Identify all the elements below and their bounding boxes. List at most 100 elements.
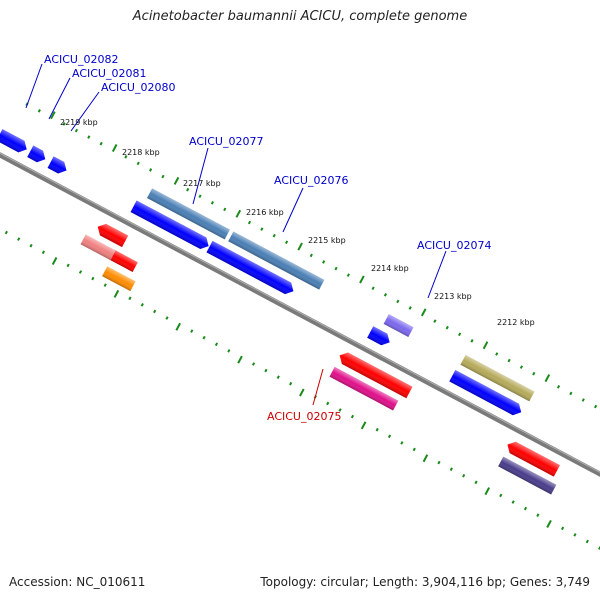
scale-tick xyxy=(136,161,140,166)
scale-tick xyxy=(499,493,503,498)
gene-label-ACICU_02076[interactable]: ACICU_02076 xyxy=(274,174,348,187)
scale-tick xyxy=(334,266,338,271)
scale-tick xyxy=(412,447,416,452)
scale-tick xyxy=(375,427,379,432)
scale-tick xyxy=(309,253,313,258)
gene-ACICU_02081[interactable] xyxy=(27,145,48,165)
scale-tick xyxy=(387,434,392,439)
scale-tick xyxy=(202,335,206,340)
scale-tick xyxy=(91,276,95,281)
scale-ticks-inner xyxy=(4,230,600,550)
scale-tick xyxy=(173,176,180,185)
gene-label-ACICU_02081[interactable]: ACICU_02081 xyxy=(72,67,146,80)
gene-ACICU_02076-lower[interactable] xyxy=(206,240,296,297)
scale-tick xyxy=(103,283,107,287)
gene-reverse-left-orange[interactable] xyxy=(102,266,136,292)
scale-tick xyxy=(50,111,56,120)
gene-ACICU_02075[interactable] xyxy=(329,366,399,411)
label-leader-lines xyxy=(25,63,447,406)
gene-ACICU_02080[interactable] xyxy=(47,156,70,176)
gene-label-ACICU_02077[interactable]: ACICU_02077 xyxy=(189,135,263,148)
scale-tick xyxy=(4,230,8,235)
scale-label-2212: 2212 kbp xyxy=(497,318,535,327)
scale-tick xyxy=(124,155,128,159)
scale-tick xyxy=(284,240,289,245)
scale-tick xyxy=(235,209,242,218)
scale-tick xyxy=(569,391,573,396)
scale-tick xyxy=(573,533,577,537)
scale-tick xyxy=(62,122,66,126)
gene-ACICU_02075-upper[interactable] xyxy=(337,350,413,399)
gene-forward-right-blue[interactable] xyxy=(449,369,524,418)
scale-tick xyxy=(29,243,33,248)
gene-label-ACICU_02082[interactable]: ACICU_02082 xyxy=(44,53,118,66)
gene-label-ACICU_02074[interactable]: ACICU_02074 xyxy=(417,239,491,252)
scale-tick xyxy=(449,467,453,471)
scale-tick xyxy=(484,487,491,496)
scale-tick xyxy=(346,273,350,277)
scale-tick xyxy=(523,506,528,511)
scale-tick xyxy=(546,519,552,528)
scale-tick xyxy=(561,526,565,531)
gene-ACICU_02077-lower[interactable] xyxy=(130,200,212,251)
gene-ACICU_02076[interactable] xyxy=(228,231,325,290)
scale-tick xyxy=(594,404,598,409)
scale-tick xyxy=(128,296,132,301)
gene-reverse-left-red-2[interactable] xyxy=(103,247,138,272)
scale-tick xyxy=(338,408,342,412)
scale-tick xyxy=(186,187,190,192)
scale-tick xyxy=(511,500,515,504)
scale-tick xyxy=(408,306,412,310)
accession-text: Accession: NC_010611 xyxy=(9,575,146,589)
topology-summary-text: Topology: circular; Length: 3,904,116 bp… xyxy=(260,575,590,589)
scale-tick xyxy=(99,141,103,146)
scale-tick xyxy=(297,242,303,251)
gene-reverse-right-red[interactable] xyxy=(504,439,560,477)
scale-label-2219: 2219 kbp xyxy=(60,118,98,127)
scale-tick xyxy=(113,289,120,298)
scale-label-2216: 2216 kbp xyxy=(246,208,284,217)
scale-tick xyxy=(507,358,511,363)
gene-ACICU_02074[interactable] xyxy=(383,314,414,338)
scale-tick xyxy=(74,128,79,133)
scale-tick xyxy=(175,322,181,331)
gene-label-ACICU_02075[interactable]: ACICU_02075 xyxy=(267,410,341,423)
scale-label-2217: 2217 kbp xyxy=(183,179,221,188)
scale-tick xyxy=(383,293,388,297)
scale-tick xyxy=(371,286,375,291)
scale-tick xyxy=(227,349,231,353)
scale-tick xyxy=(190,329,194,333)
gene-reverse-right-slate[interactable] xyxy=(498,456,557,495)
scale-tick xyxy=(495,352,499,356)
scale-label-2213: 2213 kbp xyxy=(434,292,472,301)
gene-forward-right-olive[interactable] xyxy=(460,354,535,402)
gene-reverse-left-salmon[interactable] xyxy=(80,234,116,261)
scale-tick xyxy=(78,270,83,274)
scale-tick xyxy=(299,388,305,397)
scale-tick xyxy=(214,342,219,347)
scale-tick xyxy=(422,454,429,463)
scale-tick xyxy=(198,194,202,199)
scale-tick xyxy=(458,332,462,337)
gene-ACICU_02074-lower[interactable] xyxy=(367,326,393,348)
gene-ACICU_02082[interactable] xyxy=(0,129,30,155)
scale-tick xyxy=(165,316,169,320)
scale-tick xyxy=(462,473,466,478)
gene-label-ACICU_02080[interactable]: ACICU_02080 xyxy=(101,81,175,94)
scale-tick xyxy=(247,220,252,225)
scale-tick xyxy=(360,421,367,430)
scale-tick xyxy=(161,174,165,179)
scale-tick xyxy=(111,144,118,153)
gene-ACICU_02077[interactable] xyxy=(146,188,230,240)
scale-tick xyxy=(396,299,400,304)
scale-tick xyxy=(470,339,474,343)
gene-reverse-left-red-1[interactable] xyxy=(95,221,129,248)
scale-tick xyxy=(544,374,551,383)
scale-tick xyxy=(272,233,276,238)
scale-tick xyxy=(474,480,478,485)
scale-tick xyxy=(223,207,227,212)
scale-tick xyxy=(359,275,365,284)
scale-tick xyxy=(289,381,293,386)
scale-tick xyxy=(237,355,243,364)
